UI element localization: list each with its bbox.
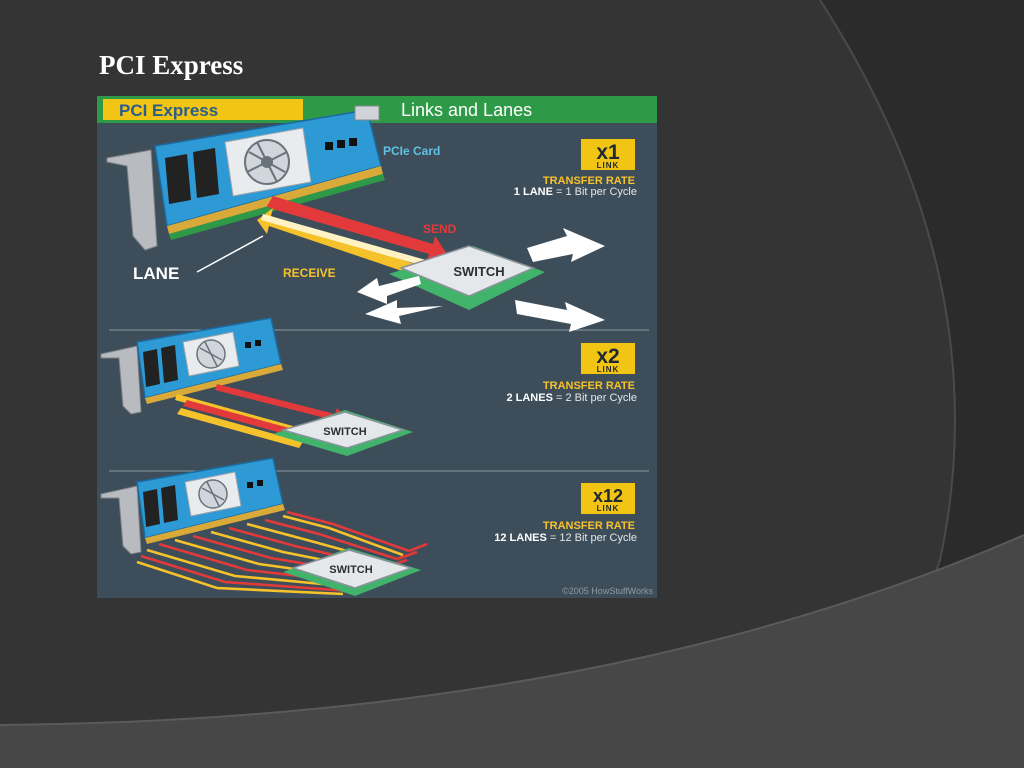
link-badge-word: LINK bbox=[597, 161, 620, 170]
transfer-rate-value: 2 LANES = 2 Bit per Cycle bbox=[506, 392, 637, 404]
section-x2: SWITCH x2 LINK TRANSFER RATE 2 LANES = 2… bbox=[100, 317, 637, 456]
switch-chip bbox=[280, 411, 406, 449]
switch-label: SWITCH bbox=[453, 264, 504, 279]
header-title: PCI Express bbox=[119, 101, 218, 120]
switch-chip bbox=[290, 549, 414, 589]
switch-chip bbox=[398, 245, 536, 297]
outbound-arrow bbox=[515, 300, 605, 332]
pcie-links-lanes-diagram: PCI Express Links and Lanes PCIe Card bbox=[97, 96, 657, 598]
transfer-rate-label: TRANSFER RATE bbox=[543, 520, 635, 532]
pcie-card-label: PCIe Card bbox=[383, 144, 440, 158]
header-subtitle: Links and Lanes bbox=[401, 100, 532, 120]
link-badge-x12: x12 LINK bbox=[581, 483, 635, 514]
inbound-arrow bbox=[357, 276, 421, 304]
slide-title: PCI Express bbox=[99, 50, 244, 80]
card-bracket bbox=[106, 149, 158, 251]
section-x1: PCIe Card x1 LINK TRANSFER RATE 1 LANE =… bbox=[106, 105, 637, 332]
header-bar: PCI Express Links and Lanes bbox=[97, 96, 657, 123]
link-badge-value: x2 bbox=[596, 345, 619, 368]
switch-label: SWITCH bbox=[323, 426, 366, 438]
link-badge-word: LINK bbox=[597, 504, 620, 513]
copyright-notice: ©2005 HowStuffWorks bbox=[562, 586, 653, 596]
transfer-rate-label: TRANSFER RATE bbox=[543, 175, 635, 187]
lane-label: LANE bbox=[133, 264, 179, 283]
receive-label: RECEIVE bbox=[283, 266, 336, 280]
card-bracket bbox=[100, 485, 142, 555]
transfer-rate-value: 12 LANES = 12 Bit per Cycle bbox=[494, 532, 637, 544]
inbound-arrow bbox=[365, 300, 443, 324]
link-badge-value: x12 bbox=[593, 486, 623, 506]
transfer-rate-label: TRANSFER RATE bbox=[543, 380, 635, 392]
link-badge-word: LINK bbox=[597, 365, 620, 374]
send-arrow bbox=[267, 196, 447, 262]
send-lane bbox=[215, 384, 347, 426]
section-x12: SWITCH x12 LINK TRANSFER RATE 12 LANES =… bbox=[100, 457, 637, 596]
link-badge-x1: x1 LINK bbox=[581, 139, 635, 170]
switch-label: SWITCH bbox=[329, 564, 372, 576]
card-bracket bbox=[100, 345, 142, 415]
outbound-arrow bbox=[527, 228, 605, 262]
lane-callout-line bbox=[196, 235, 264, 273]
link-badge-value: x1 bbox=[596, 141, 620, 164]
link-badge-x2: x2 LINK bbox=[581, 343, 635, 374]
send-label: SEND bbox=[423, 222, 457, 236]
transfer-rate-value: 1 LANE = 1 Bit per Cycle bbox=[514, 186, 637, 198]
